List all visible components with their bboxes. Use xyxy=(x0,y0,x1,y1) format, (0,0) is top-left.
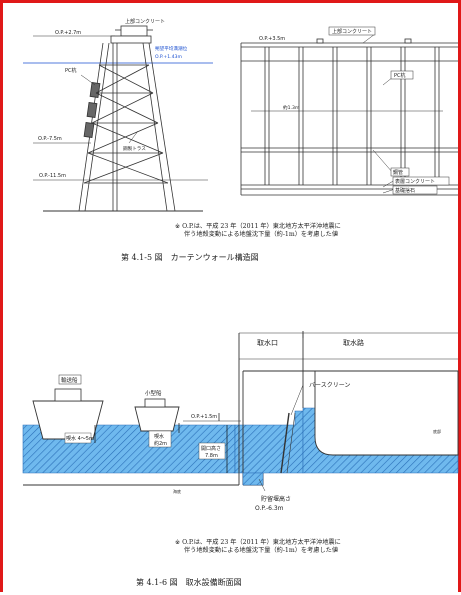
figure2-caption: 第 4.1-6 図 取水設備断面図 xyxy=(136,578,242,587)
figure1-note-line2: 伴う地殻変動による地盤沈下量（約-1m）を考慮した値 xyxy=(184,231,339,238)
label-op-mid: O.P.-7.5m xyxy=(38,136,62,142)
label-pc-pile-left: PC杭 xyxy=(65,67,77,74)
label-sill-1: 貯留堰高さ xyxy=(261,495,291,503)
figure1-note: ※ O.P.は、平成 23 年（2011 年）東北地方太平洋沖地震に 伴う地殻変… xyxy=(175,223,460,239)
label-steel-truss: 鋼製トラス xyxy=(123,145,146,152)
label-top-concrete-right: 上部コンクリート xyxy=(332,28,372,35)
label-op-level: O.P.+1.5m xyxy=(191,414,217,420)
label-opening-2: 7.8m xyxy=(205,453,218,459)
figure2-note-line1: ※ O.P.は、平成 23 年（2011 年）東北地方太平洋沖地震に xyxy=(175,539,341,546)
figure1-note-line1: ※ O.P.は、平成 23 年（2011 年）東北地方太平洋沖地震に xyxy=(175,223,341,230)
structure-drawings: 上部コンクリート O.P.+2.7m 朔望平均満潮位 O.P.+1.43m PC… xyxy=(22,18,459,512)
label-steel-pipe: 鋼管 xyxy=(393,169,403,176)
label-draft-mid-1: 喫水 xyxy=(154,433,164,440)
label-dim-pitch: 約1.3m xyxy=(283,104,300,111)
figure2-note: ※ O.P.は、平成 23 年（2011 年）東北地方太平洋沖地震に 伴う地殻変… xyxy=(175,539,460,555)
curtain-wall-elevation xyxy=(240,33,458,196)
curtain-wall-section xyxy=(23,25,213,212)
label-pc-pile-right: PC杭 xyxy=(394,72,406,79)
label-design-water-1: 朔望平均満潮位 xyxy=(155,45,188,52)
label-draft-left: 喫水 4～5m xyxy=(66,435,94,442)
label-design-water-2: O.P.+1.43m xyxy=(155,54,182,60)
intake-section xyxy=(22,331,459,492)
label-op-top-left: O.P.+2.7m xyxy=(55,30,81,36)
label-base-rubble: 基礎捨石 xyxy=(395,187,415,194)
label-intake-channel: 取水路 xyxy=(343,338,364,347)
label-transport-ship: 輸送船 xyxy=(61,376,78,384)
label-small-ship: 小型船 xyxy=(145,389,162,397)
label-op-bottom: O.P.-11.5m xyxy=(39,173,66,179)
figure1-caption: 第 4.1-5 図 カーテンウォール構造図 xyxy=(121,253,259,262)
label-bar-screen: バースクリーン xyxy=(309,382,350,389)
label-seabed-right: 底部 xyxy=(433,428,441,434)
label-intake-mouth: 取水口 xyxy=(257,338,278,347)
label-seabed-left: 海底 xyxy=(173,488,181,494)
label-surface-concrete: 表層コンクリート xyxy=(395,178,435,185)
figure2-note-line2: 伴う地殻変動による地盤沈下量（約-1m）を考慮した値 xyxy=(184,547,339,554)
label-top-concrete-left: 上部コンクリート xyxy=(125,18,165,25)
label-sill-2: O.P.-6.3m xyxy=(255,505,284,512)
label-op-top-right: O.P.+3.5m xyxy=(259,36,285,42)
label-draft-mid-2: 約2m xyxy=(154,440,167,447)
label-opening-1: 開口高さ xyxy=(201,445,221,452)
